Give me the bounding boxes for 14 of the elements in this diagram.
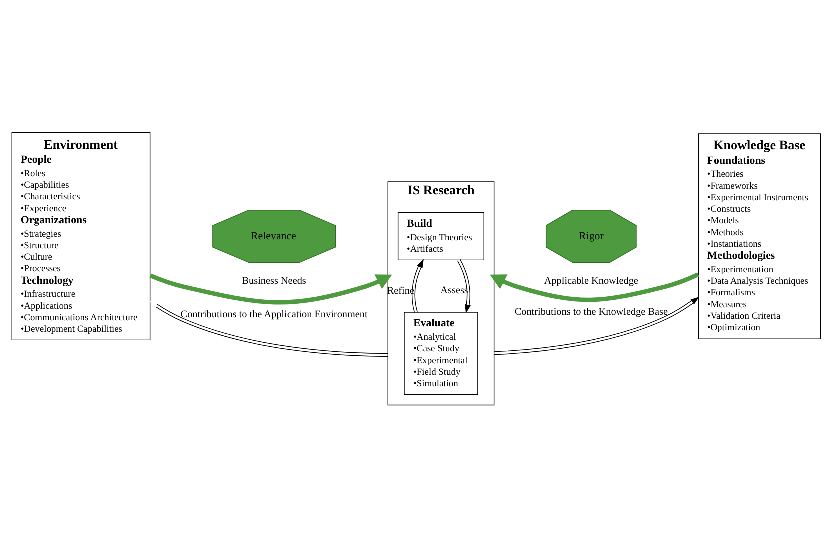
node-box: Environment People •Roles •Capabilities •Characteristics •Experience Organizations •Strategies •Structure •Culture •Processes Technology •Infrastructure •Applications •Communications Architecture •Development Capabilities: [12, 132, 151, 341]
arrow: [494, 297, 700, 356]
edge-label: Business Needs: [242, 276, 306, 287]
edge-label: Contributions to the Application Environment: [180, 309, 368, 320]
node-box: Evaluate •Analytical •Case Study •Experimental •Field Study •Simulation: [404, 312, 478, 396]
arrow: [150, 274, 392, 305]
edge-label: Contributions to the Knowledge Base: [514, 307, 668, 318]
arrow: [490, 272, 700, 302]
node-box: Build •Design Theories •Artifacts: [398, 212, 484, 261]
arrow: [149, 300, 388, 357]
arrow: [457, 259, 471, 314]
edge-label: Applicable Knowledge: [544, 276, 638, 287]
arrow: [412, 259, 424, 314]
node-box: Knowledge Base Foundations •Theories •Frameworks •Experimental Instruments •Constructs •Models •Methods •Instantiations Methodologies •Experimentation •Data Analysis Techniques •Formalisms •Measures •Validation Criteria •Optimization: [698, 134, 822, 340]
